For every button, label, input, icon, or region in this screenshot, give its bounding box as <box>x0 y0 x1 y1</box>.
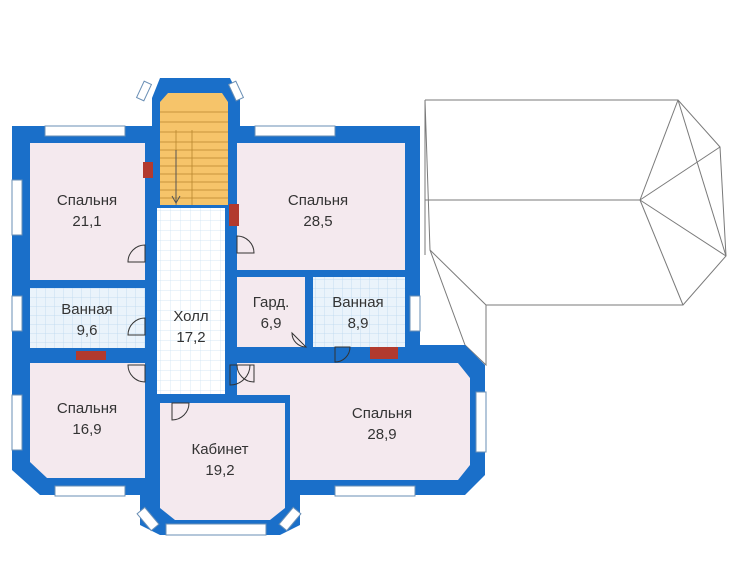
room-bedroom-se <box>237 363 470 480</box>
room-name-bath-e: Ванная <box>332 294 383 311</box>
room-area-wardrobe: 6,9 <box>261 315 282 332</box>
window-icon <box>11 80 487 536</box>
room-name-bedroom-sw: Спальня <box>57 400 117 417</box>
room-area-bedroom-sw: 16,9 <box>72 421 101 438</box>
room-name-bedroom-se: Спальня <box>352 405 412 422</box>
room-hall <box>157 208 225 394</box>
room-bedroom-nw <box>30 143 145 280</box>
room-name-bath-w: Ванная <box>61 301 112 318</box>
room-bath-e <box>313 277 405 347</box>
room-area-bedroom-se: 28,9 <box>367 426 396 443</box>
room-area-bath-w: 9,6 <box>77 322 98 339</box>
room-bedroom-ne <box>237 143 405 270</box>
room-study <box>160 403 285 520</box>
room-name-study: Кабинет <box>191 441 248 458</box>
radiator-icon <box>76 162 398 360</box>
room-area-hall: 17,2 <box>176 329 205 346</box>
room-bath-w <box>30 288 145 348</box>
room-area-bath-e: 8,9 <box>348 315 369 332</box>
room-area-bedroom-ne: 28,5 <box>303 213 332 230</box>
room-name-wardrobe: Гард. <box>253 294 290 311</box>
roof-icon <box>424 99 727 367</box>
staircase-icon <box>160 93 228 205</box>
room-area-study: 19,2 <box>205 462 234 479</box>
room-name-hall: Холл <box>173 308 208 325</box>
room-bedroom-sw <box>30 363 145 478</box>
room-name-bedroom-nw: Спальня <box>57 192 117 209</box>
door-swing-icon <box>127 235 351 421</box>
room-name-bedroom-ne: Спальня <box>288 192 348 209</box>
room-area-bedroom-nw: 21,1 <box>72 213 101 230</box>
room-labels: Спальня 21,1 Спальня 28,5 Ванная 9,6 Хол… <box>57 192 412 479</box>
